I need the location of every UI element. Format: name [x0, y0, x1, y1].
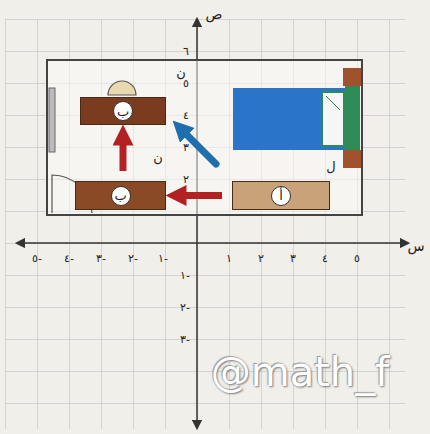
point-letter: ل	[326, 160, 335, 173]
tick-number: ٣	[183, 142, 189, 153]
tick-number: ٥	[354, 253, 360, 264]
tick-number: ٤-	[64, 253, 74, 264]
tick-number: ١	[226, 253, 232, 264]
x-axis	[20, 242, 405, 244]
grid	[5, 19, 405, 429]
tick-number: ٥-	[32, 253, 42, 264]
point-letter: ن	[153, 151, 163, 164]
tick-number: ١-	[180, 270, 190, 281]
tick-number: ٣	[290, 253, 296, 264]
tick-number: ٣-	[180, 334, 190, 345]
blue-arrow	[180, 128, 216, 164]
furniture-box: ب	[75, 181, 166, 210]
move-arrow	[176, 192, 222, 199]
bed	[233, 88, 345, 150]
room-wall	[47, 60, 362, 215]
furniture-box: أ	[232, 181, 330, 210]
tick-number: ٦	[183, 46, 189, 57]
tick-number: ٢-	[128, 253, 138, 264]
watermark: @math_f	[211, 352, 390, 392]
tick-number: ٤	[322, 253, 328, 264]
furniture-box: ب	[80, 97, 166, 125]
piece-letter: ب	[113, 101, 133, 121]
bedside-table	[343, 150, 361, 168]
pillow-fold	[326, 96, 340, 110]
tick-number: ١-	[158, 253, 168, 264]
tick-number: ٢-	[180, 302, 190, 313]
tick-number: ٢	[258, 253, 264, 264]
pillow	[322, 92, 344, 146]
bedside-table	[343, 68, 361, 86]
tick-number: ٥	[183, 78, 189, 89]
chair	[108, 81, 136, 95]
move-arrow	[120, 135, 127, 171]
piece-letter: أ	[271, 186, 291, 206]
axis-label: س	[407, 239, 424, 253]
piece-letter: ب	[111, 186, 131, 206]
point-letter: ن	[176, 66, 186, 79]
tick-number: ٢	[183, 174, 189, 185]
tick-number: ٤	[183, 110, 189, 121]
window	[49, 88, 55, 152]
tick-number: ٣-	[96, 253, 106, 264]
axis-label: ص	[206, 7, 223, 21]
